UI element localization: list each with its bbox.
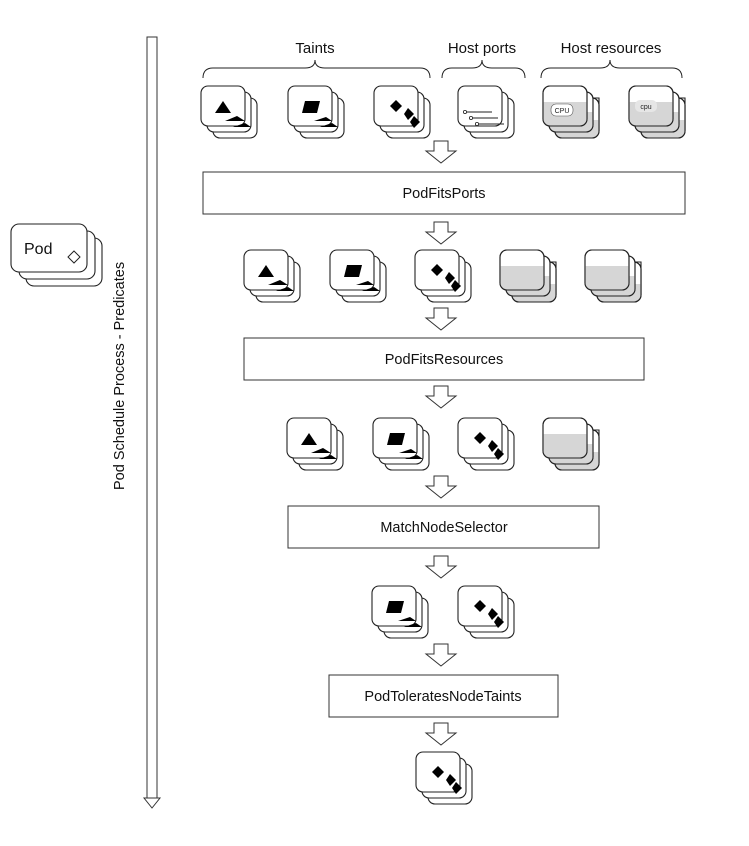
- process-timeline-arrow: [142, 36, 162, 809]
- group-taints-label: Taints: [295, 40, 334, 57]
- node-stack-row1-resource-b: [584, 249, 642, 303]
- flow-arrow-5: [425, 475, 457, 499]
- node-stack-row3-diamond: [457, 585, 515, 639]
- port-icon: [463, 109, 504, 127]
- node-stack-row2-triangle: [286, 417, 344, 471]
- node-stack-taint-parallelogram: [287, 85, 345, 139]
- flow-arrow-3: [425, 307, 457, 331]
- flow-arrow-1: [425, 140, 457, 164]
- group-host-resources-label: Host resources: [561, 40, 662, 57]
- host-resources-brace: [540, 59, 683, 79]
- cpu-label-lower: cpu: [640, 104, 651, 111]
- cpu-chip-icon: [550, 103, 574, 117]
- node-stack-row2-parallelogram: [372, 417, 430, 471]
- node-stack-taint-diamond: [373, 85, 431, 139]
- stage-podtoleratesnodetaints: PodToleratesNodeTaints: [328, 674, 559, 718]
- node-stack-row4-diamond: [415, 751, 473, 805]
- stage-podfitsresources: PodFitsResources: [243, 337, 645, 381]
- node-stack-host-port: [457, 85, 515, 139]
- node-stack-row1-triangle: [243, 249, 301, 303]
- cpu-chip-icon: [635, 100, 657, 112]
- stage-podtoleratesnodetaints-label: PodToleratesNodeTaints: [364, 689, 521, 705]
- pod-stack: Pod: [10, 223, 103, 287]
- stage-podfitsresources-label: PodFitsResources: [385, 352, 503, 368]
- flow-arrow-2: [425, 221, 457, 245]
- node-stack-taint-triangle: [200, 85, 258, 139]
- node-stack-row1-parallelogram: [329, 249, 387, 303]
- node-stack-row3-parallelogram: [371, 585, 429, 639]
- node-stack-row1-diamond: [414, 249, 472, 303]
- node-stack-row1-resource-a: [499, 249, 557, 303]
- stage-podfitsports: PodFitsPorts: [202, 171, 686, 215]
- pod-label: Pod: [24, 241, 52, 258]
- pod-diamond-icon: [67, 250, 81, 264]
- stage-matchnodeselector: MatchNodeSelector: [287, 505, 600, 549]
- node-stack-resource-cpu-lower: cpu: [628, 85, 686, 139]
- stage-matchnodeselector-label: MatchNodeSelector: [380, 520, 508, 536]
- flow-arrow-8: [425, 722, 457, 746]
- flow-arrow-7: [425, 643, 457, 667]
- flow-arrow-6: [425, 555, 457, 579]
- taints-brace: [202, 59, 431, 79]
- host-ports-brace: [441, 59, 526, 79]
- group-host-ports-label: Host ports: [448, 40, 516, 57]
- flow-arrow-4: [425, 385, 457, 409]
- stage-podfitsports-label: PodFitsPorts: [403, 186, 486, 202]
- node-stack-resource-cpu-upper: CPU: [542, 85, 600, 139]
- cpu-label-upper: CPU: [555, 108, 570, 115]
- node-stack-row2-diamond: [457, 417, 515, 471]
- node-stack-row2-resource: [542, 417, 600, 471]
- process-label: Pod Schedule Process - Predicates: [112, 262, 128, 490]
